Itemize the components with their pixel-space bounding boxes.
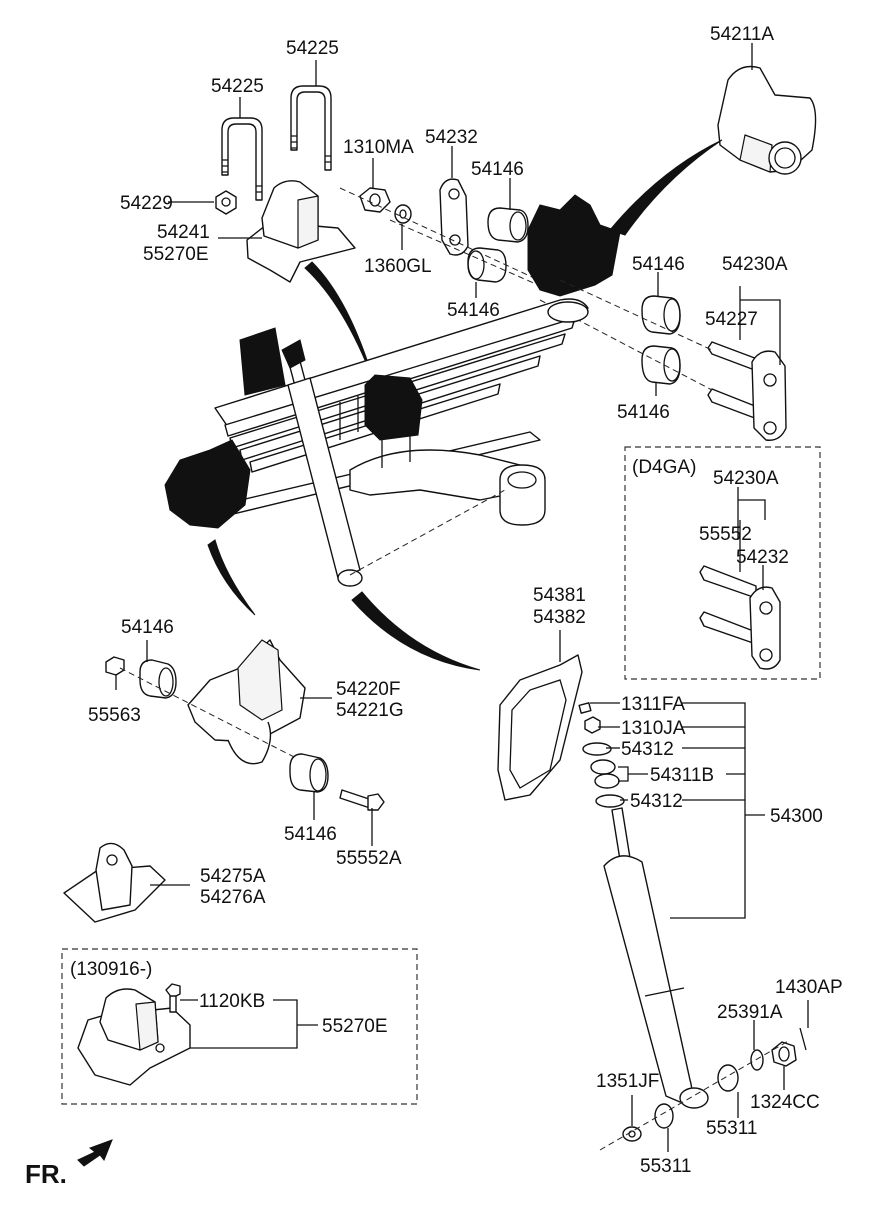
label-54230A: 54230A [722, 254, 788, 275]
label-55270E-top: 55270E [143, 244, 209, 265]
shock-absorber-center [281, 339, 363, 587]
label-55311-b: 55311 [640, 1156, 691, 1177]
u-bolt-54225-left [221, 117, 263, 201]
bushing-54146-low [289, 753, 329, 793]
label-1324CC: 1324CC [750, 1092, 820, 1113]
shock-absorber-54300 [578, 702, 709, 1109]
spring-pad-black-rear [239, 327, 286, 396]
label-55270E-box: 55270E [322, 1016, 388, 1037]
label-55552A: 55552A [336, 848, 402, 869]
nut-55563 [105, 656, 125, 676]
box-130916 [61, 948, 418, 1105]
label-1310MA: 1310MA [343, 137, 414, 158]
label-25391A: 25391A [717, 1002, 783, 1023]
nut-54229 [215, 190, 237, 215]
label-54312-a: 54312 [621, 739, 674, 760]
d4ga-box [624, 446, 821, 680]
label-front: FR. [25, 1159, 67, 1189]
label-54241: 54241 [157, 222, 210, 243]
label-54232-top: 54232 [425, 127, 478, 148]
spring-hanger-54211A [717, 65, 817, 175]
label-54275A: 54275A [200, 866, 266, 887]
label-54230A-d4ga: 54230A [713, 468, 779, 489]
front-arrow-icon [77, 1139, 113, 1167]
label-54232-d4ga: 54232 [736, 547, 789, 568]
label-55563: 55563 [88, 705, 141, 726]
label-1120KB: 1120KB [199, 991, 265, 1012]
label-54221G: 54221G [336, 700, 404, 721]
bushing-54146-right1 [641, 295, 681, 335]
nut-1310MA [359, 187, 391, 213]
label-55552: 55552 [699, 524, 752, 545]
label-54146-top: 54146 [471, 159, 524, 180]
callout-wedge-shock [351, 591, 481, 671]
bracket-54275A [63, 842, 166, 923]
label-54382: 54382 [533, 607, 586, 628]
bump-stopper-54241 [246, 180, 356, 283]
pin-1430AP [799, 1027, 807, 1051]
label-1430AP: 1430AP [775, 977, 843, 998]
bushing-54146-right2 [641, 345, 681, 385]
bushing-54146-left [139, 659, 177, 699]
shackle-54230A [707, 341, 787, 441]
spring-pad-black-front [164, 439, 251, 529]
label-1310JA: 1310JA [621, 718, 686, 739]
callout-wedge-hanger [609, 139, 723, 236]
spring-bracket-54220F [187, 639, 306, 765]
shock-cover-54381 [497, 654, 583, 801]
spring-bracket-black [527, 194, 621, 297]
u-bolt-seat-black [364, 374, 423, 441]
label-54146-right1: 54146 [632, 254, 685, 275]
label-d4ga-header: (D4GA) [632, 457, 696, 478]
label-1351JF: 1351JF [596, 1071, 659, 1092]
callout-wedge-bracket [207, 539, 256, 616]
label-54312-b: 54312 [630, 791, 683, 812]
bushing-54146-mid [467, 247, 507, 283]
label-54220F: 54220F [336, 679, 400, 700]
shackle-plate-54232 [439, 178, 469, 256]
label-54276A: 54276A [200, 887, 266, 908]
nut-1324CC [771, 1041, 797, 1067]
label-54146-right2: 54146 [617, 402, 670, 423]
bump-stopper-55270E [77, 988, 191, 1086]
label-54300: 54300 [770, 806, 823, 827]
label-54211A: 54211A [710, 24, 774, 45]
bushing-55311-b [654, 1103, 674, 1129]
washer-25391A [750, 1049, 764, 1071]
bolt-55552A [339, 789, 385, 811]
bolt-1120KB [165, 983, 181, 1013]
label-54229: 54229 [120, 193, 173, 214]
label-54146-low: 54146 [284, 824, 337, 845]
washer-1351JF [622, 1126, 642, 1142]
label-55311-a: 55311 [706, 1118, 757, 1139]
shackle-d4ga [699, 565, 781, 670]
label-54146-mid: 54146 [447, 300, 500, 321]
bushing-55311-a [717, 1064, 739, 1092]
label-1360GL: 1360GL [364, 256, 432, 277]
bushing-54146-top [487, 207, 529, 243]
label-box-130916: (130916-) [70, 959, 152, 980]
label-54146-left: 54146 [121, 617, 174, 638]
label-54225-left: 54225 [211, 76, 264, 97]
label-54381: 54381 [533, 585, 586, 606]
label-54225-right: 54225 [286, 38, 339, 59]
label-1311FA: 1311FA [621, 694, 685, 715]
label-54311B: 54311B [650, 765, 714, 786]
label-54227: 54227 [705, 309, 758, 330]
u-bolt-54225-right [290, 85, 332, 171]
leader-lines [115, 43, 809, 1152]
